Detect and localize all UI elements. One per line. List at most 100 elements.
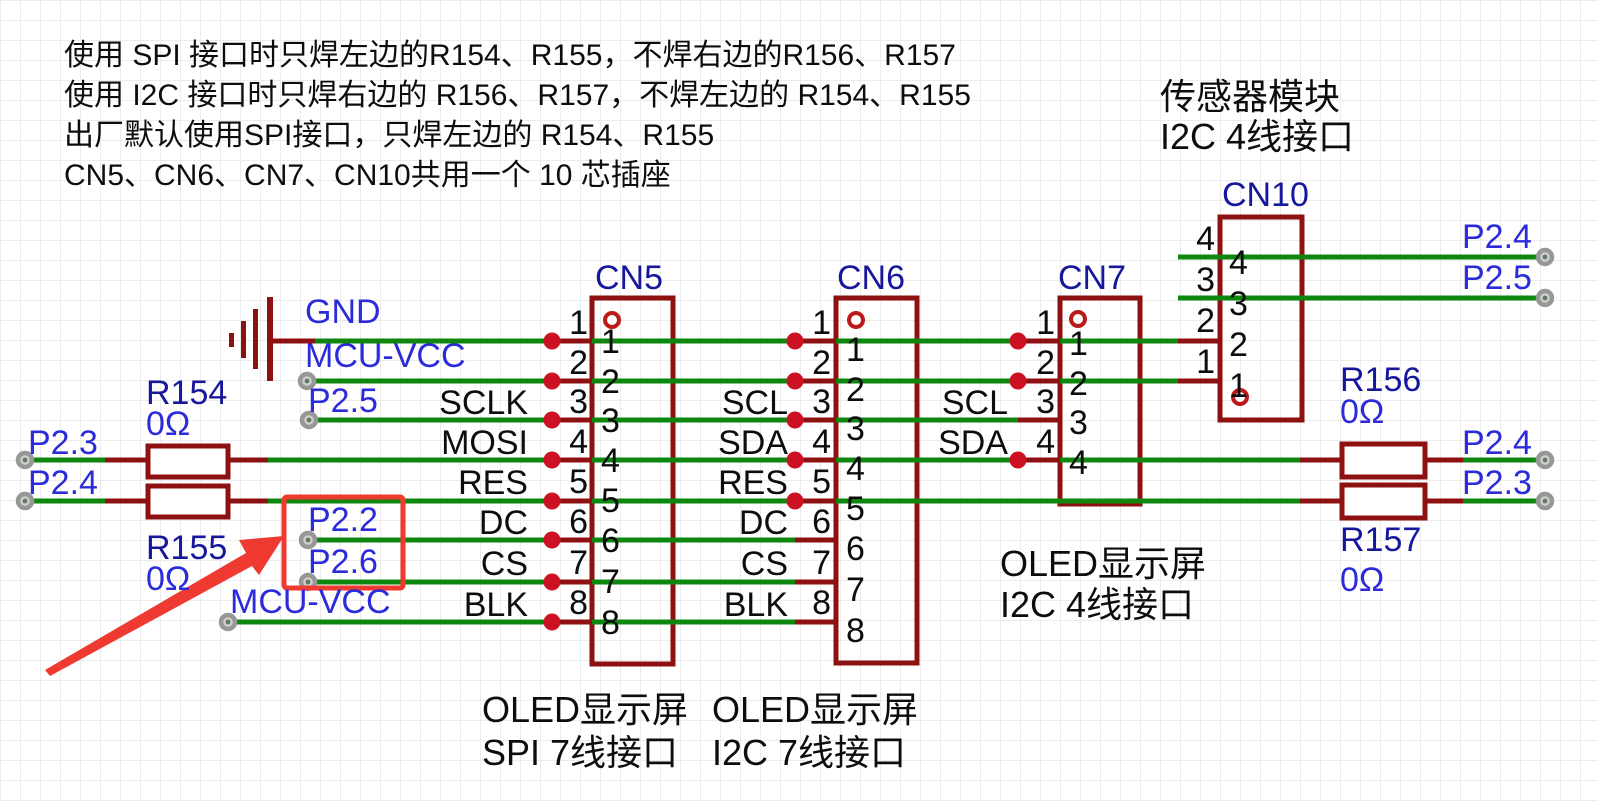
cn6-pin-8-inner: 8 [846, 612, 865, 650]
cn5-pin-3-outer: 3 [569, 383, 588, 421]
cn6-outline [833, 295, 920, 666]
cn7-pin-4-outer: 4 [1036, 423, 1055, 461]
r157-value: 0Ω [1340, 561, 1385, 599]
cn5-signal-sclk: SCLK [439, 384, 528, 422]
highlight-box [281, 494, 406, 591]
cn5-pin-7-outer: 7 [569, 544, 588, 582]
cn5-signal-cs: CS [480, 545, 528, 583]
r154-value: 0Ω [146, 405, 191, 443]
cn5-pin-8-inner: 8 [601, 604, 620, 642]
r156-value: 0Ω [1340, 393, 1385, 431]
cn5-pin-5-inner: 5 [601, 482, 620, 520]
oled-i2c4-caption-line1: OLED显示屏 [1000, 543, 1207, 584]
resistor-r157-body [1339, 482, 1428, 521]
net-label-p2-3-right: P2.3 [1462, 464, 1532, 502]
cn10-pin1-indicator-icon [1231, 388, 1249, 406]
oled-i2c7-caption-line1: OLED显示屏 [712, 689, 919, 730]
annotation-arrow-icon [45, 536, 284, 676]
cn6-pin-3-inner: 3 [846, 410, 865, 448]
cn10-outline [1217, 214, 1305, 423]
cn10-pin-1-inner: 1 [1229, 367, 1248, 405]
cn6-signal-scl: SCL [721, 384, 788, 422]
cn7-pin-1-outer: 1 [1036, 304, 1055, 342]
cn6-pin-2-outer: 2 [812, 344, 831, 382]
cn6-pin1-indicator-icon [847, 311, 865, 329]
cn10-pin-3-inner: 3 [1229, 285, 1248, 323]
cn5-designator: CN5 [595, 259, 664, 297]
cn7-pin-1-inner: 1 [1069, 325, 1088, 363]
cn6-designator: CN6 [837, 259, 906, 297]
cn7-pin1-indicator-icon [1069, 310, 1087, 328]
cn5-pin-4-outer: 4 [569, 423, 588, 461]
cn10-pin-4-outer: 4 [1196, 220, 1215, 258]
cn6-pin-6-inner: 6 [846, 530, 865, 568]
cn6-signal-sda: SDA [718, 424, 788, 462]
cn6-pin-3-outer: 3 [812, 383, 831, 421]
net-label-mcu-vcc-blk: MCU-VCC [230, 583, 391, 621]
net-label-p2-4-topright: P2.4 [1462, 218, 1532, 256]
net-label-p2-5-topright: P2.5 [1462, 259, 1532, 297]
cn6-pin-7-outer: 7 [812, 544, 831, 582]
sensor-caption-line1: 传感器模块 [1160, 76, 1341, 117]
net-label-p2-6: P2.6 [308, 543, 378, 581]
net-label-p2-3-left: P2.3 [28, 424, 98, 462]
cn10-pin-1-outer: 1 [1196, 343, 1215, 381]
cn7-pin-2-inner: 2 [1069, 365, 1088, 403]
cn5-signal-dc: DC [478, 504, 528, 542]
cn7-designator: CN7 [1058, 259, 1127, 297]
cn6-pin-1-inner: 1 [846, 331, 865, 369]
cn7-pin-2-outer: 2 [1036, 344, 1055, 382]
cn5-pin-2-outer: 2 [569, 344, 588, 382]
cn5-pin-6-inner: 6 [601, 522, 620, 560]
net-label-p2-4-left: P2.4 [28, 464, 98, 502]
oled-i2c4-caption-line2: I2C 4线接口 [1000, 584, 1195, 625]
cn5-pin-4-inner: 4 [601, 442, 620, 480]
cn7-pin-3-inner: 3 [1069, 404, 1088, 442]
note-line-3: 出厂默认使用SPI接口，只焊左边的 R154、R155 [64, 119, 715, 152]
cn6-pin-5-inner: 5 [846, 490, 865, 528]
net-label-p2-2: P2.2 [308, 501, 378, 539]
cn5-pin-3-inner: 3 [601, 402, 620, 440]
note-line-4: CN5、CN6、CN7、CN10共用一个 10 芯插座 [64, 159, 671, 192]
cn5-signal-mosi: MOSI [441, 424, 528, 462]
cn5-outline [589, 295, 676, 667]
r155-ref: R155 [146, 529, 228, 567]
resistor-r156-body [1339, 441, 1428, 480]
r155-value: 0Ω [146, 560, 191, 598]
net-label-p2-4-right: P2.4 [1462, 424, 1532, 462]
cn6-signal-blk: BLK [723, 586, 788, 624]
cn6-pin-7-inner: 7 [846, 571, 865, 609]
cn5-pin-2-inner: 2 [601, 363, 620, 401]
cn6-signal-cs: CS [740, 545, 788, 583]
cn7-pin-3-outer: 3 [1036, 383, 1055, 421]
cn10-pin-2-outer: 2 [1196, 302, 1215, 340]
wires [25, 254, 1545, 625]
cn10-pin-3-outer: 3 [1196, 261, 1215, 299]
gnd-symbol [229, 297, 273, 381]
cn5-pin-6-outer: 6 [569, 503, 588, 541]
oled-i2c7-caption-line2: I2C 7线接口 [712, 732, 907, 773]
cn10-pin-2-inner: 2 [1229, 326, 1248, 364]
r154-ref: R154 [146, 374, 228, 412]
cn5-signal-blk: BLK [463, 586, 528, 624]
cn5-signal-res: RES [458, 464, 528, 502]
net-label-gnd: GND [305, 293, 381, 331]
junction-dots [543, 332, 1027, 631]
cn6-pin-5-outer: 5 [812, 463, 831, 501]
oled-spi-caption-line1: OLED显示屏 [482, 689, 689, 730]
resistor-r154-body [145, 443, 231, 480]
cn5-pin-1-outer: 1 [569, 304, 588, 342]
net-label-p2-5: P2.5 [308, 382, 378, 420]
r157-ref: R157 [1340, 521, 1422, 559]
cn7-pin-4-inner: 4 [1069, 444, 1088, 482]
cn6-signal-res: RES [718, 464, 788, 502]
oled-spi-caption-line2: SPI 7线接口 [482, 732, 679, 773]
note-line-1: 使用 SPI 接口时只焊左边的R154、R155，不焊右边的R156、R157 [64, 39, 956, 72]
cn5-pin-1-inner: 1 [601, 323, 620, 361]
cn6-pin-4-outer: 4 [812, 423, 831, 461]
net-label-mcu-vcc: MCU-VCC [305, 337, 466, 375]
cn5-pin-5-outer: 5 [569, 463, 588, 501]
cn6-signal-dc: DC [738, 504, 788, 542]
